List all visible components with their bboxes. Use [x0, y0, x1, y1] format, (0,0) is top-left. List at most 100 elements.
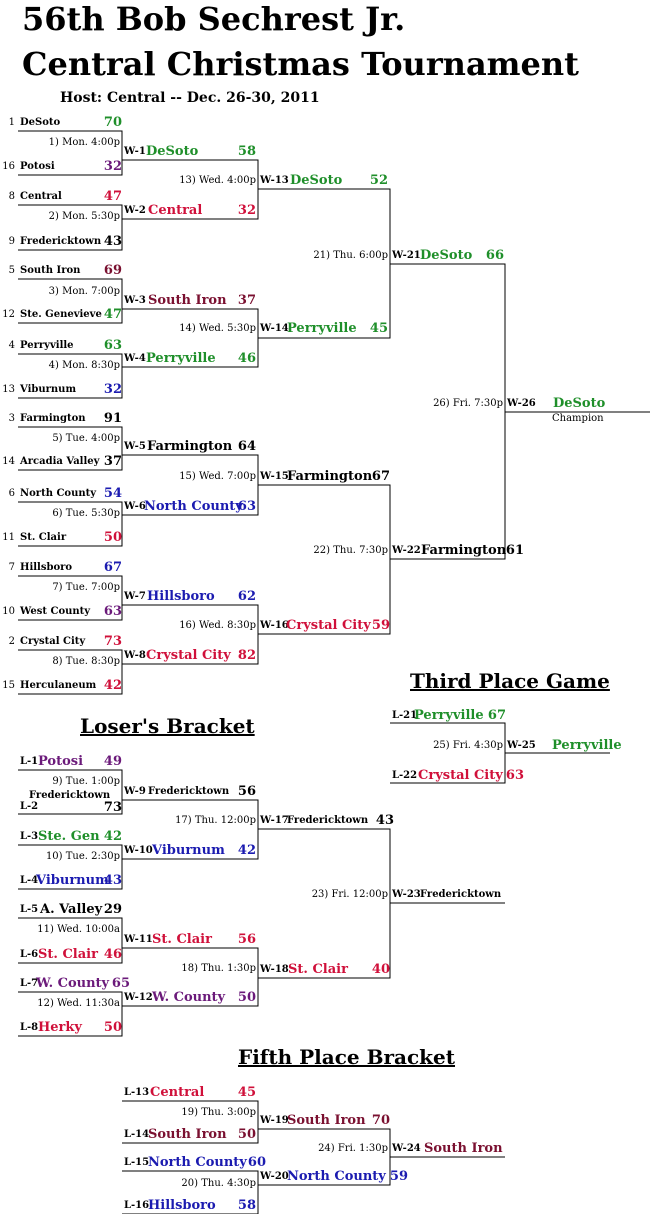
winner-label: W-17 [260, 815, 289, 826]
seed-number: 5 [8, 265, 15, 276]
seed-score: 91 [103, 411, 122, 426]
game-label: 22) Thu. 7:30p [313, 545, 388, 556]
loser-score: 60 [247, 1155, 266, 1170]
loser-label: L-1 [20, 756, 39, 767]
winner-score: 56 [237, 932, 256, 947]
winner-team: DeSoto [420, 248, 473, 263]
winner-team: Fredericktown [420, 889, 502, 900]
winner-score: 58 [237, 144, 256, 159]
seed-team: Fredericktown [20, 236, 102, 247]
bracket-connector [18, 769, 123, 815]
winner-team: DeSoto [146, 144, 199, 159]
seed-score: 50 [103, 530, 122, 545]
winner-team: St. Clair [152, 932, 212, 947]
loser-team: St. Clair [38, 947, 98, 962]
loser-score: 50 [237, 1127, 256, 1142]
loser-score: 73 [103, 800, 122, 815]
winner-label: W-5 [124, 441, 146, 452]
seed-score: 63 [103, 604, 122, 619]
seed-score: 32 [103, 159, 122, 174]
seed-number: 3 [8, 413, 15, 424]
loser-team: W. County [36, 976, 110, 991]
winner-label: W-6 [124, 501, 146, 512]
winner-label: W-23 [392, 889, 421, 900]
winner-label: W-22 [392, 545, 421, 556]
winner-score: 37 [237, 293, 256, 308]
loser-team: Crystal City [418, 768, 503, 783]
seed-score: 67 [103, 560, 122, 575]
seed-number: 2 [8, 636, 15, 647]
bracket-connector [18, 204, 123, 251]
bracket-connector [18, 278, 123, 324]
loser-score: 67 [487, 708, 506, 723]
loser-score: 46 [103, 947, 122, 962]
winner-label: W-19 [260, 1115, 289, 1126]
loser-score: 29 [103, 902, 122, 917]
seed-number: 1 [8, 117, 15, 128]
winner-label: W-13 [260, 175, 289, 186]
winner-score: 46 [237, 351, 256, 366]
winner-team: Farmington [421, 543, 507, 558]
winner-label: W-20 [260, 1171, 289, 1182]
winner-score: 52 [369, 173, 388, 188]
loser-score: 45 [237, 1085, 256, 1100]
winner-team: North County [144, 499, 243, 514]
winner-team: North County [287, 1169, 386, 1184]
winner-team: Perryville [287, 321, 357, 336]
seed-number: 9 [8, 236, 15, 247]
game-label: 11) Wed. 10:00a [37, 924, 120, 935]
seed-score: 37 [103, 454, 122, 469]
winner-label: W-15 [260, 471, 289, 482]
winner-team: Crystal City [286, 618, 371, 633]
seed-score: 69 [103, 263, 122, 278]
loser-score: 50 [103, 1020, 122, 1035]
winner-score: 50 [237, 990, 256, 1005]
seed-score: 42 [103, 678, 122, 693]
loser-label: L-21 [392, 710, 418, 721]
loser-score: 63 [505, 768, 524, 783]
bracket-connector [18, 353, 123, 399]
winner-team: St. Clair [288, 962, 348, 977]
bracket-connector [258, 188, 391, 339]
bracket-connector [122, 1100, 259, 1144]
seed-score: 32 [103, 382, 122, 397]
seed-team: South Iron [20, 265, 81, 276]
seed-team: Herculaneum [20, 680, 97, 691]
winner-team: Perryville [146, 351, 216, 366]
loser-label: L-7 [20, 978, 39, 989]
loser-team: Perryville [414, 708, 484, 723]
loser-team: Ste. Gen [38, 829, 100, 844]
bracket-connector [122, 947, 259, 1007]
seed-score: 73 [103, 634, 122, 649]
loser-team: Potosi [38, 754, 84, 769]
winner-score: 62 [237, 589, 256, 604]
game-label: 21) Thu. 6:00p [313, 250, 388, 261]
seed-team: Central [20, 191, 62, 202]
third-place-heading: Third Place Game [410, 669, 610, 693]
winner-label: W-21 [392, 250, 421, 261]
seed-team: West County [20, 606, 91, 617]
game-label: 19) Thu. 3:00p [181, 1107, 256, 1118]
seed-team: North County [20, 488, 97, 499]
winner-label: W-9 [124, 786, 146, 797]
champion-caption: Champion [552, 413, 604, 424]
bracket-connector [18, 844, 123, 890]
loser-score: 43 [103, 873, 122, 888]
loser-label: L-2 [20, 801, 39, 812]
bracket-connector [258, 828, 391, 979]
loser-score: 58 [237, 1198, 256, 1213]
fifth-place-heading: Fifth Place Bracket [238, 1045, 456, 1069]
winner-score: 61 [505, 543, 524, 558]
seed-number: 15 [2, 680, 15, 691]
bracket-connector [18, 501, 123, 547]
seed-number: 4 [8, 340, 15, 351]
bracket-connector [18, 575, 123, 621]
game-label: 1) Mon. 4:00p [48, 137, 120, 148]
loser-label: L-16 [124, 1200, 150, 1211]
seed-number: 6 [8, 488, 15, 499]
winner-label: W-4 [124, 353, 146, 364]
seed-number: 14 [2, 456, 15, 467]
winner-score: 42 [237, 843, 256, 858]
game-label: 16) Wed. 8:30p [179, 620, 256, 631]
